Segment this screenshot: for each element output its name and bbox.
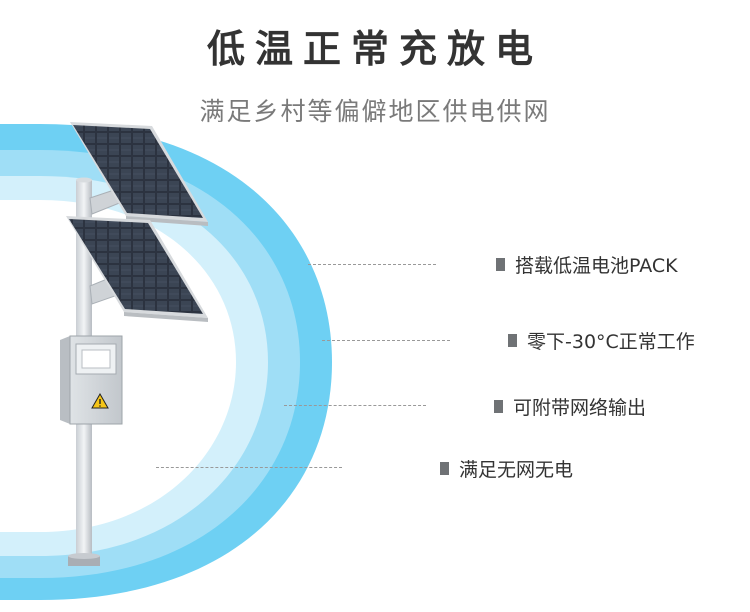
- page-subtitle: 满足乡村等偏僻地区供电供网: [199, 97, 551, 126]
- leader-line-3: [284, 405, 426, 406]
- page-title: 低温正常充放电: [206, 27, 543, 71]
- battery-cabinet: [60, 335, 123, 425]
- feature-item: 零下-30°C正常工作: [508, 327, 695, 354]
- bullet-marker: [496, 258, 505, 271]
- solar-panel-upper: [70, 122, 208, 226]
- feature-label: 满足无网无电: [459, 459, 574, 481]
- feature-item: 搭载低温电池PACK: [496, 251, 678, 278]
- feature-item: 满足无网无电: [440, 455, 573, 482]
- leader-line-4: [156, 467, 342, 468]
- solar-panel-lower: [66, 216, 208, 322]
- leader-line-2: [322, 340, 450, 341]
- bullet-marker: [494, 400, 503, 413]
- feature-label: 搭载低温电池PACK: [515, 255, 678, 277]
- feature-item: 可附带网络输出: [494, 393, 646, 420]
- feature-label: 可附带网络输出: [513, 397, 647, 419]
- bullet-marker: [440, 462, 449, 475]
- leader-line-1: [308, 264, 436, 265]
- feature-label: 零下-30°C正常工作: [527, 331, 695, 353]
- bullet-marker: [508, 334, 517, 347]
